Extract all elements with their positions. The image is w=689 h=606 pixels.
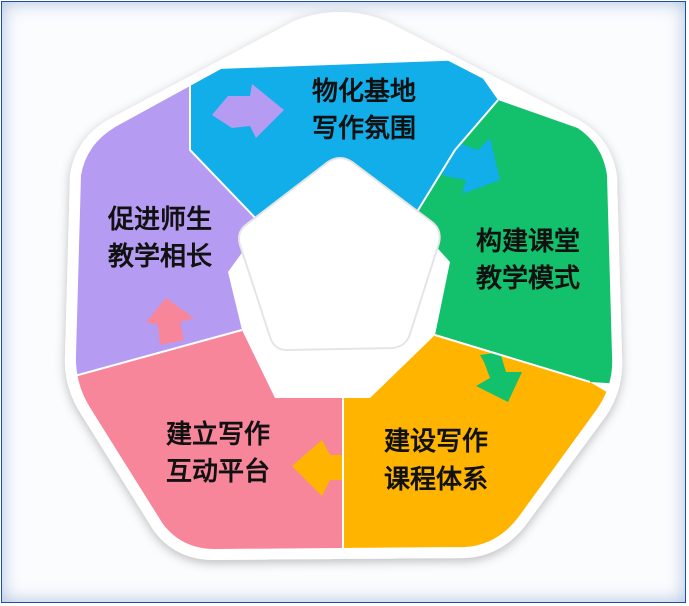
segment-top-label-line1: 物化基地 xyxy=(312,77,416,107)
segment-bottom-left-label-line2: 互动平台 xyxy=(166,456,270,487)
segment-bottom-right-label-line1: 建设写作 xyxy=(384,427,488,457)
segment-seams xyxy=(72,70,591,552)
segment-left xyxy=(72,70,262,380)
center-pentagon xyxy=(237,157,441,352)
segment-left-label-line2: 教学相长 xyxy=(108,241,213,272)
segment-bottom-right-label-line2: 课程体系 xyxy=(384,465,488,495)
segment-left-label-line1: 促进师生 xyxy=(107,205,212,235)
segment-right-label-line2: 教学模式 xyxy=(476,263,580,294)
segment-top-label-line2: 写作氛围 xyxy=(312,114,416,144)
tab-left-to-top xyxy=(212,84,284,138)
tab-bottom-to-left xyxy=(292,440,345,496)
tab-bottom-left-to-left xyxy=(146,298,194,345)
tab-right-to-bottom xyxy=(476,352,522,402)
outer-border xyxy=(69,12,619,556)
segment-right-label-line1: 构建课堂 xyxy=(476,227,580,257)
segment-bottom-left-label-line1: 建立写作 xyxy=(166,419,270,450)
